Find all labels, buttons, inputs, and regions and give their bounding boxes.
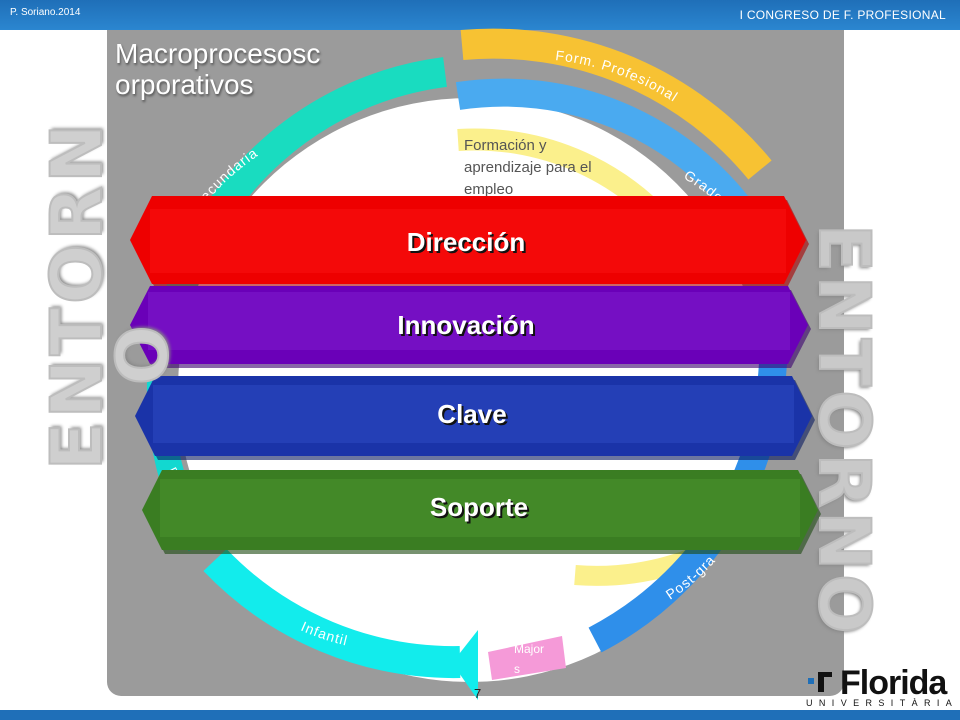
label-direccion-shadow: Dirección	[409, 229, 528, 259]
conference-title: I CONGRESO DE F. PROFESIONAL	[739, 8, 946, 22]
process-arrow-direccion	[130, 196, 806, 284]
label-soporte-shadow: Soporte	[432, 494, 530, 524]
process-arrow-innovacion	[130, 286, 808, 364]
florida-logo: Florida UNIVERSITÀRIA	[806, 664, 956, 710]
slide-title-line1: Macroprocesosc	[115, 38, 321, 69]
ring-form-profesional	[460, 28, 772, 180]
logo-subtitle: UNIVERSITÀRIA	[806, 698, 959, 708]
label-innovacion-shadow: Innovación	[399, 312, 536, 342]
logo-name: Florida	[840, 664, 947, 702]
environment-label-left-wrap: O	[101, 320, 185, 386]
florida-logo-icon	[808, 672, 832, 692]
label-clave: Clave	[437, 399, 506, 429]
bottom-bar	[0, 710, 960, 720]
ring-grado	[455, 78, 757, 224]
ring-mayores	[488, 636, 566, 680]
cycle-arrow-head	[452, 630, 478, 700]
environment-label-left: ENTORN	[35, 119, 119, 471]
slide-number: 7	[474, 686, 482, 701]
center-text-line3: empleo	[464, 181, 513, 198]
label-mayores-line1: Major	[514, 642, 544, 656]
label-direccion: Dirección	[407, 227, 526, 257]
environment-label-right: ENTORNO	[802, 223, 886, 639]
label-innovacion: Innovación	[397, 310, 534, 340]
slide-title-line2: orporativos	[115, 69, 254, 100]
center-text-line1: Formación y	[464, 137, 547, 154]
ring-infantil	[203, 548, 461, 679]
label-soporte: Soporte	[430, 492, 528, 522]
label-clave-shadow: Clave	[439, 401, 508, 431]
top-bar: P. Soriano.2014 I CONGRESO DE F. PROFESI…	[0, 0, 960, 30]
process-arrow-soporte	[142, 470, 818, 550]
author-credit: P. Soriano.2014	[10, 7, 81, 18]
process-arrow-clave	[135, 376, 812, 456]
slide-title: Macroprocesosc orporativos	[115, 38, 320, 100]
label-mayores-line2: s	[514, 662, 520, 676]
center-text-line2: aprendizaje para el	[464, 159, 592, 176]
